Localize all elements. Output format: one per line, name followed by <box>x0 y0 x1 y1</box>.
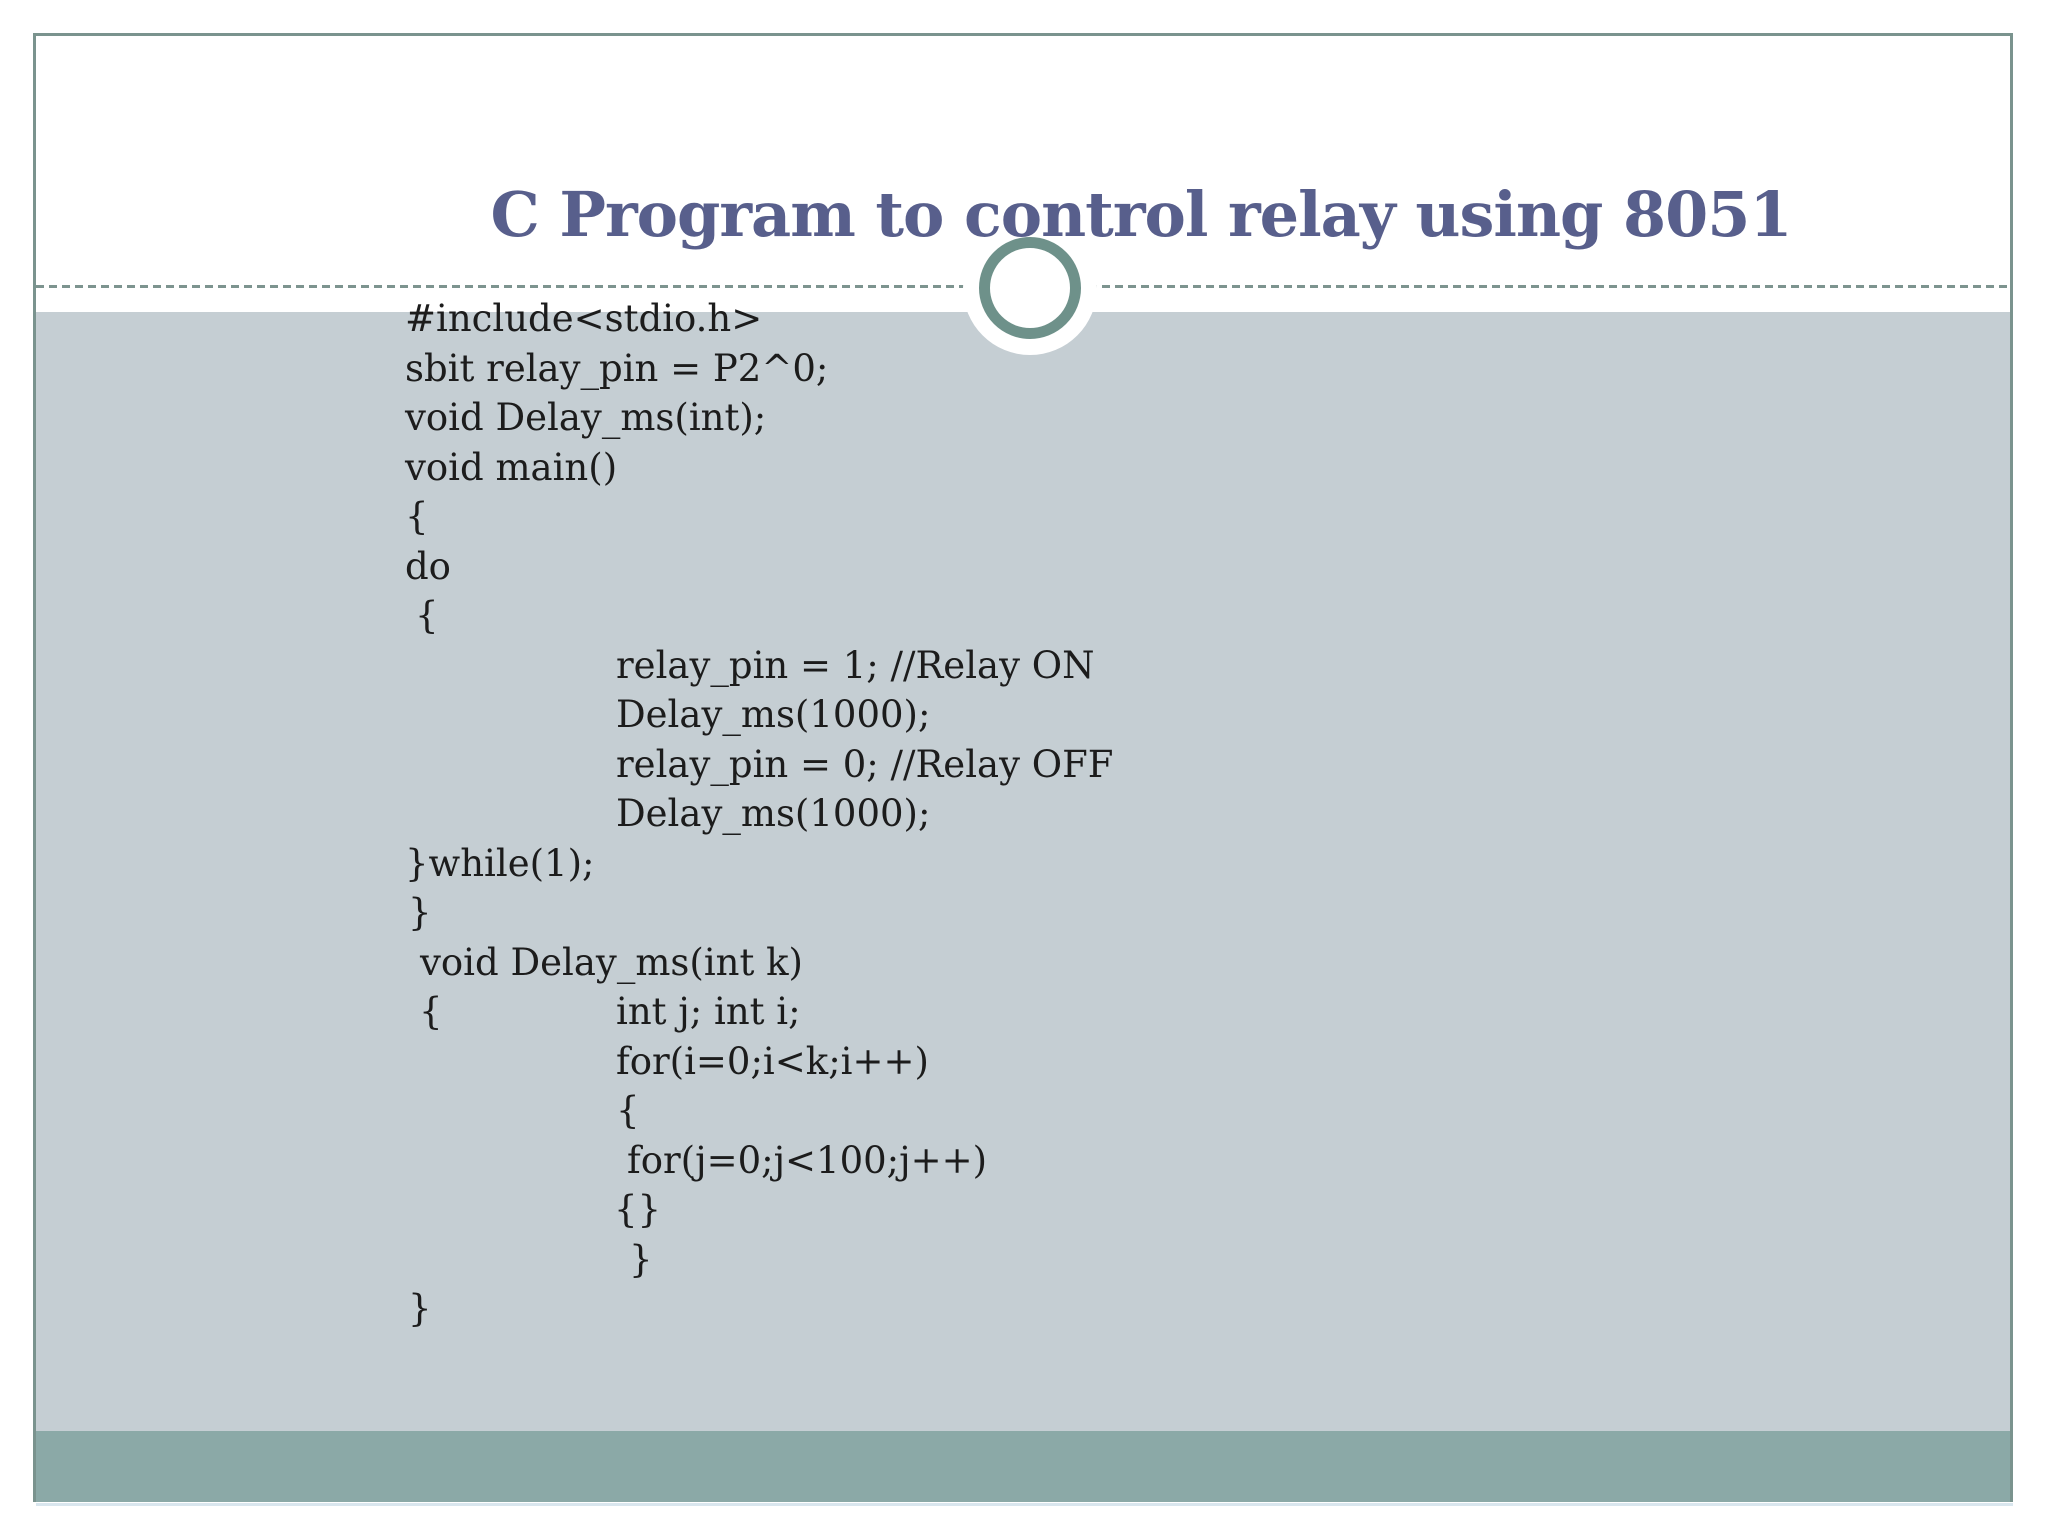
code-line: sbit relay_pin = P2^0; <box>405 344 1605 394</box>
code-text: for(j=0;j<100;j++) <box>627 1138 988 1182</box>
code-text: {} <box>614 1188 662 1231</box>
code-line: void Delay_ms(int k) <box>405 938 1605 988</box>
code-line: { <box>405 591 1605 641</box>
code-line: for(i=0;i<k;i++) <box>405 1037 1605 1087</box>
code-line: for(j=0;j<100;j++) <box>405 1136 1605 1186</box>
footer-strip <box>36 1431 2010 1502</box>
code-line: { <box>405 1086 1605 1136</box>
code-text: void Delay_ms(int); <box>405 396 767 439</box>
code-line: } <box>405 888 1605 938</box>
code-text: for(i=0;i<k;i++) <box>616 1039 929 1083</box>
code-line: {} <box>405 1185 1605 1235</box>
code-text: do <box>405 544 451 588</box>
code-line: #include<stdio.h> <box>405 294 1605 344</box>
code-text: #include<stdio.h> <box>405 297 763 340</box>
code-text: sbit relay_pin = P2^0; <box>405 346 829 390</box>
code-text: { <box>415 594 439 637</box>
code-text: Delay_ms(1000); <box>616 792 931 835</box>
code-line: Delay_ms(1000); <box>405 789 1605 839</box>
page-title: C Program to control relay using 8051 <box>490 178 1792 251</box>
slide-content-area <box>36 312 2010 1431</box>
code-text: relay_pin = 1; //Relay ON <box>616 643 1095 687</box>
code-line: do <box>405 542 1605 592</box>
code-line: { int j; int i; <box>405 987 1605 1037</box>
code-line: void Delay_ms(int); <box>405 393 1605 443</box>
code-text: relay_pin = 0; //Relay OFF <box>616 742 1114 786</box>
code-line: relay_pin = 1; //Relay ON <box>405 641 1605 691</box>
code-text: } <box>408 891 432 934</box>
code-line: Delay_ms(1000); <box>405 690 1605 740</box>
code-line: { <box>405 492 1605 542</box>
code-text: { <box>405 495 429 538</box>
code-text: } <box>408 1287 432 1330</box>
footer-accent-line <box>36 1503 2013 1506</box>
code-line: relay_pin = 0; //Relay OFF <box>405 740 1605 790</box>
code-line: }while(1); <box>405 839 1605 889</box>
code-text: void Delay_ms(int k) <box>420 940 803 984</box>
code-text: { <box>616 1089 640 1132</box>
code-text: } <box>629 1237 653 1281</box>
code-text: { <box>419 990 443 1033</box>
code-block: #include<stdio.h> sbit relay_pin = P2^0; v… <box>405 294 1605 1334</box>
code-text: int j; int i; <box>616 990 801 1033</box>
code-line: void main() <box>405 443 1605 493</box>
ring-ornament-icon <box>979 237 1081 339</box>
code-line: } <box>405 1235 1605 1285</box>
code-line: } <box>405 1284 1605 1334</box>
code-text: }while(1); <box>405 841 595 885</box>
code-text: Delay_ms(1000); <box>616 693 931 736</box>
code-text: void main() <box>405 445 618 489</box>
